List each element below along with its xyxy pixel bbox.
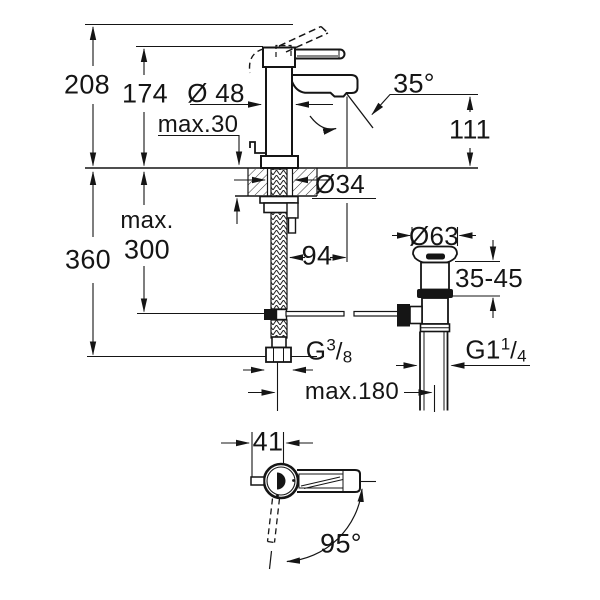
dimension-waste-center-distance: max.180	[304, 378, 400, 405]
dimension-deck-thickness: max.30	[157, 111, 239, 138]
dimension-waste-flange-diameter: Ø63	[408, 221, 460, 251]
dimension-clearance-max: max.	[120, 207, 174, 234]
extension-lines	[85, 23, 500, 483]
thread-numerator: 1	[500, 334, 511, 354]
faucet-side-view	[248, 25, 478, 169]
dimension-clearance-value: 300	[124, 234, 170, 265]
dimension-hole-diameter: Ø34	[314, 169, 366, 199]
thread-prefix: G1	[465, 334, 501, 365]
thread-prefix: G	[305, 335, 327, 366]
dimension-spout-outlet-height: 111	[449, 114, 491, 145]
dimension-height-to-top: 174	[122, 78, 168, 109]
thread-denominator: 4	[517, 346, 527, 366]
lever-raised-position	[278, 25, 329, 53]
dimension-supply-thread: G3/8	[306, 337, 352, 366]
dimension-handle-length: 41	[252, 426, 284, 457]
dimension-base-diameter: Ø 48	[187, 78, 245, 108]
pop-up-waste	[397, 245, 458, 411]
dimension-handle-swivel-angle: 95°	[320, 528, 362, 559]
faucet-installation-parts	[259, 168, 399, 363]
dimension-lines	[89, 26, 530, 447]
thread-slash: /	[335, 338, 343, 366]
faucet-top-view	[250, 462, 364, 570]
dimension-spout-reach: 94	[301, 240, 333, 271]
dimension-basin-thickness-range: 35-45	[455, 263, 523, 293]
dimension-depth-below-deck: 360	[65, 244, 111, 275]
dimension-waste-thread: G11/4	[465, 336, 526, 365]
thread-denominator: 8	[342, 347, 353, 367]
dimension-overall-height: 208	[64, 69, 110, 100]
thread-slash: /	[510, 337, 518, 365]
dimension-stream-angle: 35°	[393, 68, 435, 99]
handle-swivel-position	[266, 498, 281, 544]
thread-numerator: 3	[326, 335, 336, 355]
